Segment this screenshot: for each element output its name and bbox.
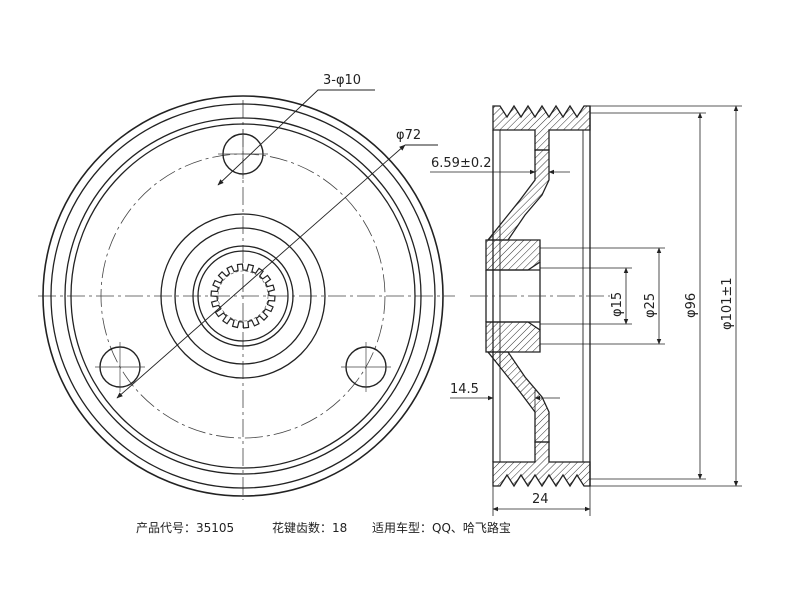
section-web-top <box>486 149 550 241</box>
section-hub-top <box>485 239 541 271</box>
section-web-bottom <box>486 351 550 443</box>
section-rim-bottom <box>492 441 591 488</box>
section-hub-bottom <box>485 321 541 353</box>
front-view <box>38 89 455 500</box>
section-dimensions <box>430 105 742 516</box>
outer-rim-circle <box>42 95 444 497</box>
hub-offset-dimension: 14.5 <box>450 382 479 397</box>
pulley-technical-drawing: 3-φ10 φ72 <box>38 73 742 516</box>
vehicle-caption: 适用车型：QQ、哈飞路宝 <box>372 521 511 535</box>
outer-diameter-dimension: φ101±1 <box>720 277 735 330</box>
spline-teeth-caption: 花键齿数：18 <box>272 521 348 535</box>
rim-circle-3 <box>64 117 422 475</box>
inner-rim-dimension: φ96 <box>684 293 699 318</box>
section-rim-top <box>492 104 591 151</box>
pitch-circle-dimension: φ72 <box>396 128 421 143</box>
rim-circle-4 <box>70 123 416 469</box>
section-view <box>470 104 610 488</box>
width-dimension: 24 <box>532 492 549 507</box>
product-code-caption: 产品代号：35105 <box>136 521 235 535</box>
hub-dimension: φ25 <box>643 293 658 318</box>
web-thickness-dimension: 6.59±0.2 <box>431 156 492 171</box>
bore-dimension: φ15 <box>610 292 625 317</box>
holes-dimension: 3-φ10 <box>323 73 361 88</box>
rim-circle-2 <box>50 103 436 489</box>
pitch-diameter-line <box>116 144 406 399</box>
